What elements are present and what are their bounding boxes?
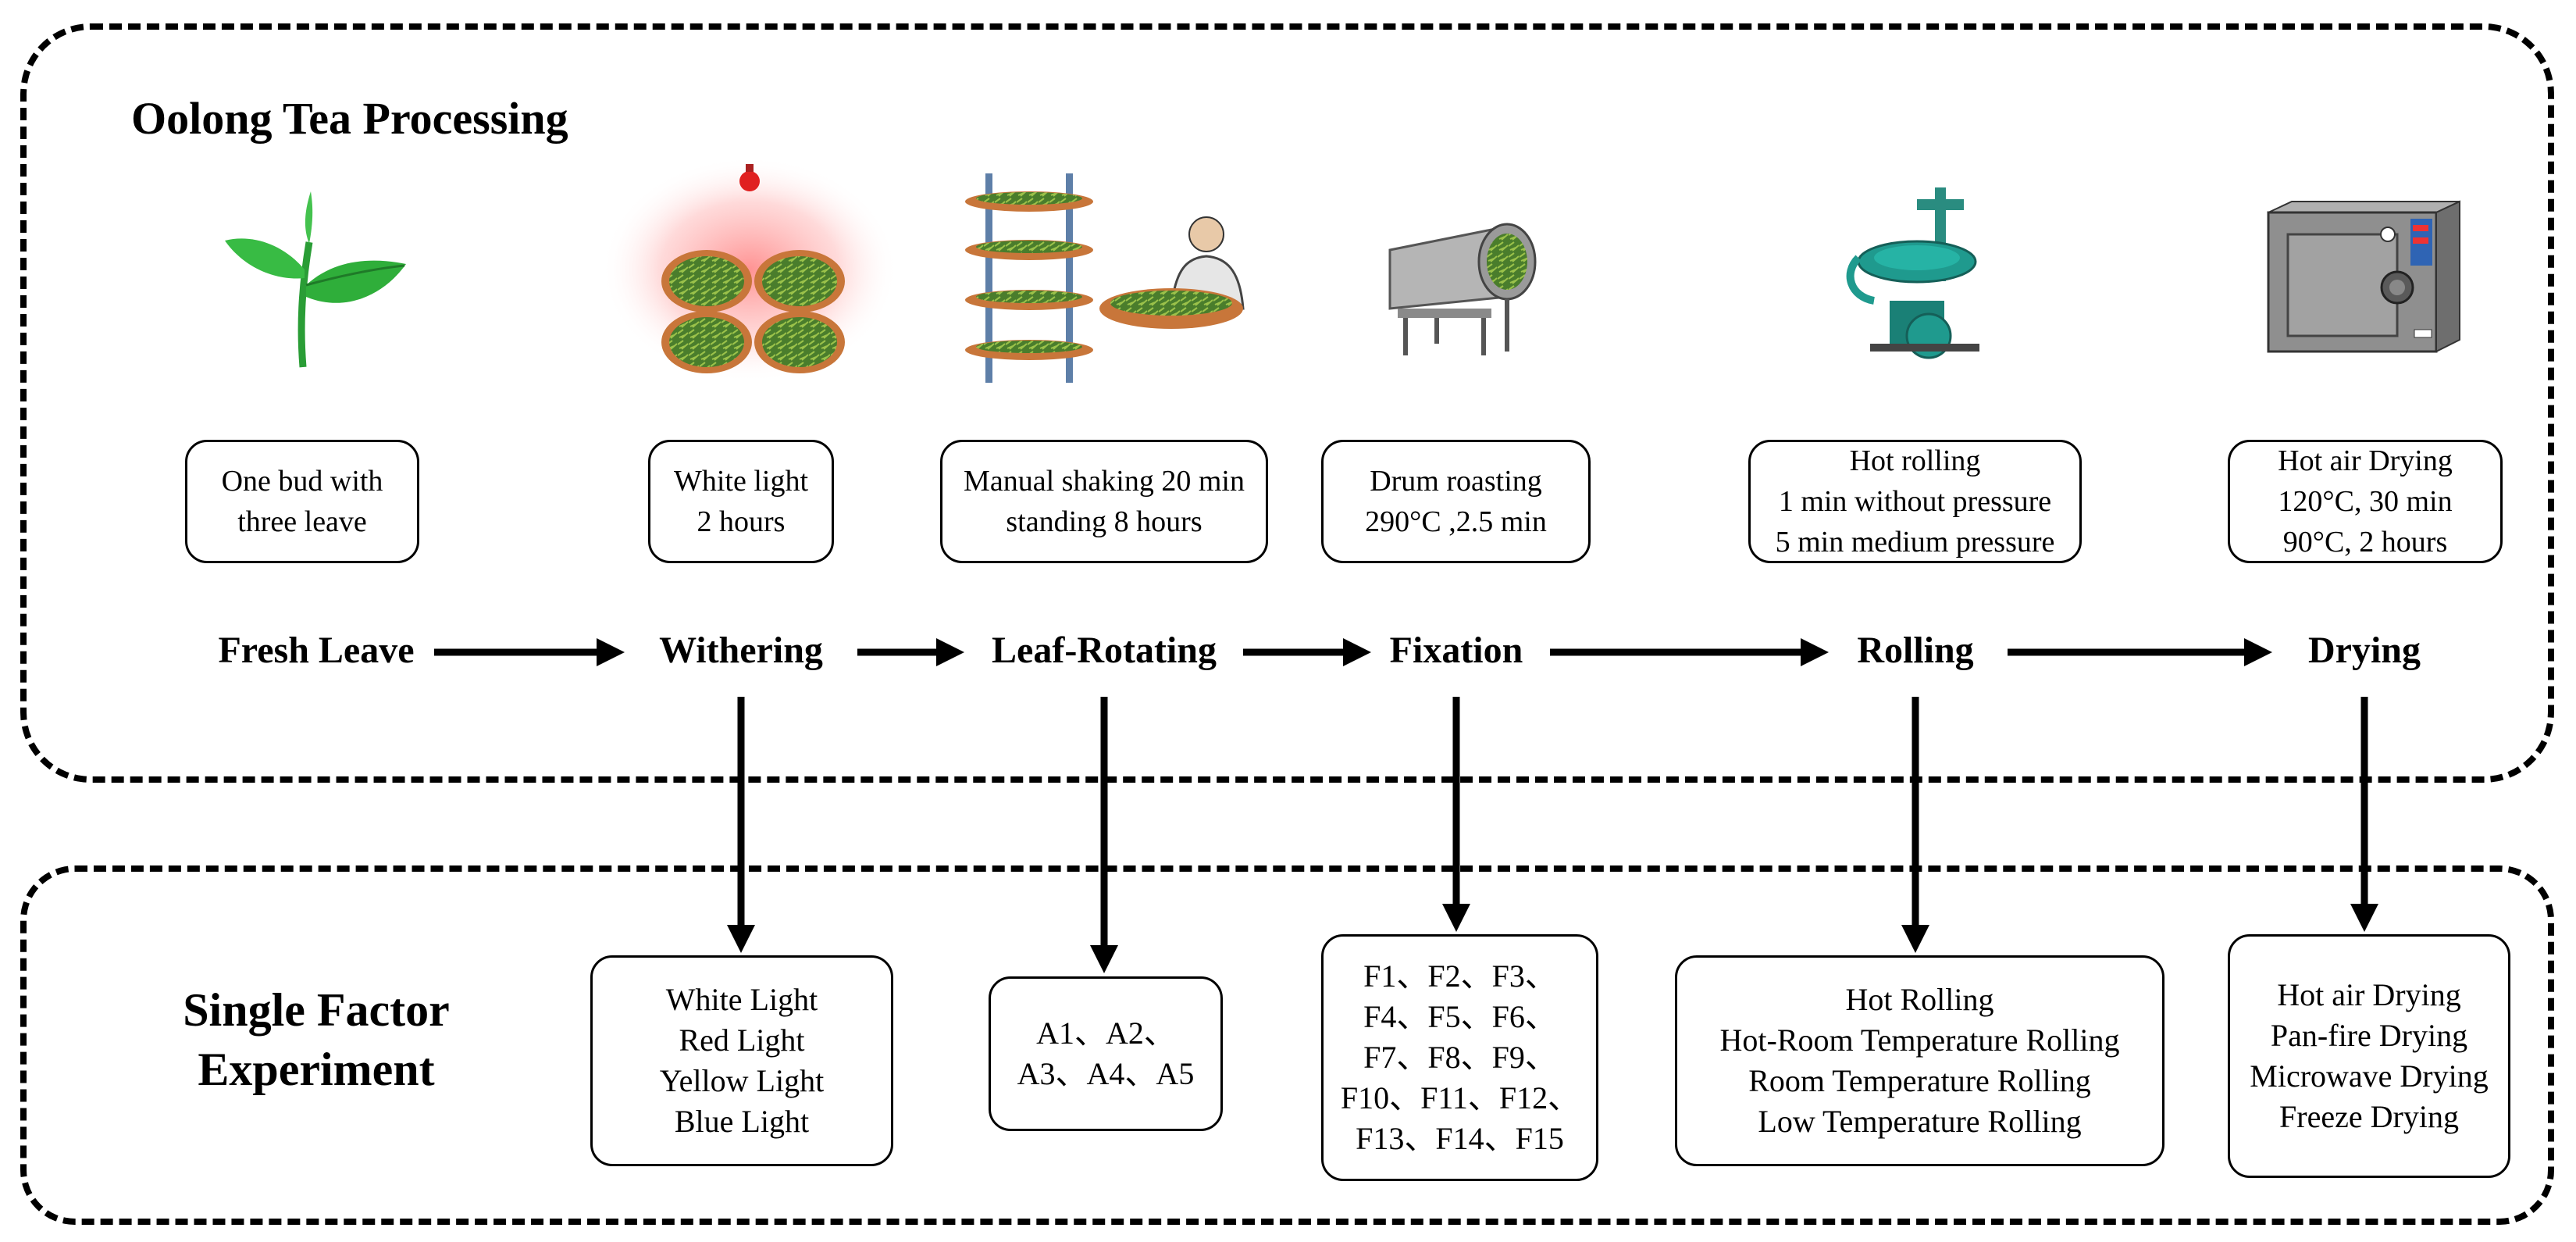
- experiment-option: White Light: [665, 982, 818, 1017]
- single-factor-title-line2: Experiment: [198, 1044, 435, 1095]
- experiment-box-rolling: Hot Rolling Hot-Room Temperature Rolling…: [1675, 955, 2164, 1166]
- single-factor-panel: [20, 865, 2554, 1225]
- param-line: 90°C, 2 hours: [2282, 526, 2448, 559]
- param-box-drying: Hot air Drying 120°C, 30 min 90°C, 2 hours: [2228, 440, 2503, 563]
- arrowhead: [1090, 945, 1118, 973]
- arrowhead: [1801, 638, 1829, 666]
- arrowhead: [936, 638, 964, 666]
- param-line: 290°C ,2.5 min: [1365, 505, 1547, 538]
- experiment-option: Pan-fire Drying: [2270, 1018, 2468, 1053]
- experiment-option: F7、F8、F9、: [1363, 1040, 1556, 1075]
- single-factor-title: Single Factor Experiment: [148, 980, 484, 1099]
- arrowhead: [1343, 638, 1371, 666]
- experiment-option: A3、A4、A5: [1017, 1056, 1195, 1091]
- param-line: standing 8 hours: [1006, 505, 1202, 538]
- param-box-fixation: Drum roasting 290°C ,2.5 min: [1321, 440, 1591, 563]
- experiment-option: Low Temperature Rolling: [1758, 1104, 2082, 1139]
- experiment-option: Room Temperature Rolling: [1748, 1063, 2091, 1098]
- param-line: 5 min medium pressure: [1775, 526, 2055, 559]
- arrowhead: [2244, 638, 2272, 666]
- drum-roaster-icon: [1388, 223, 1537, 355]
- experiment-option: Freeze Drying: [2279, 1099, 2459, 1134]
- stage-label-drying: Drying: [2308, 630, 2421, 671]
- param-line: 2 hours: [697, 505, 786, 538]
- arrowhead: [2350, 904, 2378, 932]
- experiment-option: Yellow Light: [659, 1063, 825, 1098]
- experiment-option: Red Light: [679, 1023, 805, 1058]
- arrowhead: [597, 638, 625, 666]
- experiment-option: A1、A2、: [1036, 1015, 1175, 1051]
- stage-label-withering: Withering: [659, 630, 823, 671]
- param-line: 120°C, 30 min: [2278, 485, 2453, 518]
- experiment-option: F13、F14、F15: [1356, 1121, 1564, 1156]
- stage-label-fixation: Fixation: [1389, 630, 1523, 671]
- stage-label-leaf-rotating: Leaf-Rotating: [992, 630, 1217, 671]
- stage-label-rolling: Rolling: [1857, 630, 1974, 671]
- param-box-leaf-rotating: Manual shaking 20 min standing 8 hours: [940, 440, 1268, 563]
- single-factor-title-line1: Single Factor: [183, 984, 450, 1036]
- param-line: Manual shaking 20 min: [964, 465, 1245, 498]
- param-line: three leave: [237, 505, 367, 538]
- panel-title: Oolong Tea Processing: [131, 93, 568, 144]
- tea-leaf-icon: [225, 191, 406, 368]
- rolling-machine-icon: [1846, 187, 1979, 359]
- param-box-withering: White light 2 hours: [648, 440, 834, 563]
- param-line: White light: [673, 465, 809, 498]
- experiment-option: Blue Light: [674, 1104, 810, 1139]
- experiment-option: Microwave Drying: [2250, 1058, 2489, 1094]
- experiment-box-drying: Hot air Drying Pan-fire Drying Microwave…: [2228, 934, 2510, 1178]
- oolong-processing-panel: [20, 23, 2554, 783]
- experiment-box-withering: White Light Red Light Yellow Light Blue …: [590, 955, 893, 1166]
- dryer-oven-icon: [2267, 200, 2460, 353]
- arrowhead: [1442, 904, 1470, 932]
- stage-label-fresh-leave: Fresh Leave: [218, 630, 415, 671]
- experiment-option: F10、F11、F12、: [1340, 1080, 1580, 1115]
- experiment-option: Hot-Room Temperature Rolling: [1719, 1023, 2120, 1058]
- arrowhead: [727, 925, 755, 953]
- param-line: Hot air Drying: [2278, 444, 2453, 477]
- param-box-fresh-leave: One bud with three leave: [185, 440, 419, 563]
- param-box-rolling: Hot rolling 1 min without pressure 5 min m…: [1748, 440, 2082, 563]
- experiment-option: Hot air Drying: [2277, 977, 2461, 1012]
- experiment-option: F1、F2、F3、: [1363, 958, 1556, 994]
- param-line: 1 min without pressure: [1778, 485, 2052, 518]
- arrowhead: [1901, 925, 1929, 953]
- experiment-box-leaf-rotating: A1、A2、 A3、A4、A5: [989, 976, 1223, 1131]
- experiment-option: Hot Rolling: [1845, 982, 1994, 1017]
- param-line: Hot rolling: [1849, 444, 1981, 477]
- experiment-option: F4、F5、F6、: [1363, 999, 1556, 1034]
- shaking-rack-icon: [965, 173, 1245, 383]
- withering-trays-icon: [601, 156, 898, 383]
- param-line: Drum roasting: [1370, 465, 1542, 498]
- experiment-box-fixation: F1、F2、F3、 F4、F5、F6、 F7、F8、F9、 F10、F11、F1…: [1321, 934, 1598, 1181]
- param-line: One bud with: [221, 465, 383, 498]
